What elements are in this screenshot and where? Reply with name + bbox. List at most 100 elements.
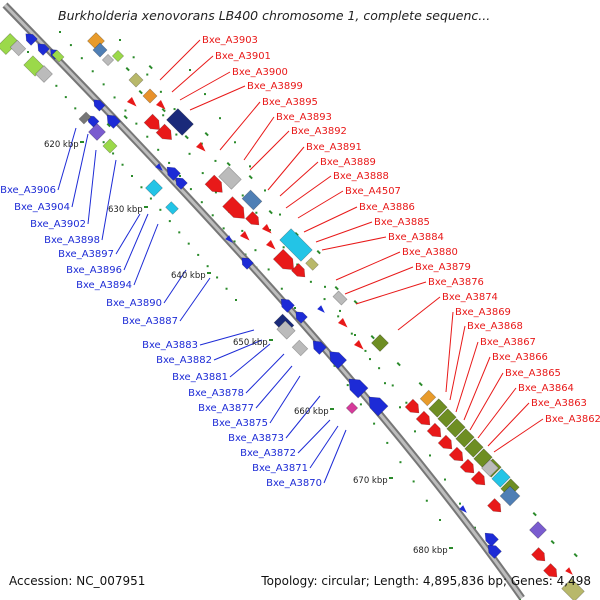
leader-line (285, 175, 332, 209)
gene-small-shape (317, 305, 325, 313)
leader-line (445, 311, 454, 393)
gene-label-reverse: Bxe_A3904 (14, 202, 70, 213)
gene-block (166, 108, 194, 136)
gene-arrow (470, 470, 486, 486)
tick-dot (102, 141, 105, 144)
gene-forward (143, 113, 160, 130)
gene-khaki (561, 578, 585, 600)
tick-dash (204, 132, 209, 137)
tick-dot (211, 214, 214, 217)
gene-reverse (312, 340, 327, 355)
kbp-label: 660 kbp (294, 407, 329, 417)
gene-reverse (37, 43, 50, 56)
tick-dot (74, 107, 77, 110)
gene-label-forward: Bxe_A3862 (545, 414, 600, 425)
tick-dot (55, 84, 58, 87)
gene-reverse (175, 177, 188, 190)
gene-magenta (345, 401, 359, 415)
gene-small-shape (239, 230, 250, 241)
tick-dot (189, 69, 191, 71)
tick-dot (412, 480, 415, 483)
gene-forward (245, 211, 260, 226)
leader-line (297, 190, 344, 219)
gene-arrow (543, 563, 558, 578)
tick-dot (378, 367, 381, 370)
tick-dot (280, 287, 283, 290)
leader-line (493, 418, 544, 453)
gene-cyan (145, 179, 163, 197)
gene-reverse (106, 114, 121, 129)
tick-dot (264, 189, 266, 192)
gene-olive (491, 468, 511, 488)
gene-label-forward: Bxe_A3899 (247, 81, 303, 92)
gene-grey (9, 39, 27, 57)
tick-dot (206, 265, 209, 268)
tick-dash (370, 335, 375, 340)
gene-small-shape (225, 235, 233, 243)
tick-dot (369, 358, 371, 361)
gene-block (371, 334, 389, 352)
tick-dot (439, 519, 441, 521)
gene-small-shape (155, 99, 166, 110)
tick-dot (204, 93, 206, 96)
gene-label-forward: Bxe_A3893 (276, 112, 332, 123)
gene-small-shape (195, 141, 206, 152)
gene-reverse (368, 396, 389, 417)
leader-lines-layer (57, 39, 544, 484)
gene-block (499, 485, 521, 507)
gene-block (491, 468, 511, 488)
tick-dot (146, 73, 149, 76)
gene-arrow (487, 498, 502, 513)
gene-label-forward: Bxe_A3863 (531, 398, 587, 409)
tick-dot (27, 51, 29, 53)
gene-block (332, 290, 348, 306)
gene-forward (404, 398, 420, 414)
gene-label-forward: Bxe_A3889 (320, 157, 376, 168)
leader-line (344, 266, 414, 295)
gene-label-forward: Bxe_A3884 (388, 232, 444, 243)
tick-dot (359, 403, 362, 406)
gene-label-forward: Bxe_A4507 (345, 186, 401, 197)
gene-small-shape (565, 567, 573, 575)
gene-label-forward: Bxe_A3900 (232, 67, 288, 78)
tick-dot (159, 208, 162, 211)
leader-line (243, 116, 275, 161)
gene-arrow (368, 396, 389, 417)
leader-line (159, 39, 201, 81)
gene-block (455, 428, 475, 448)
gene-block (276, 320, 296, 340)
gene-small (239, 230, 250, 241)
leader-line (255, 365, 293, 409)
gene-label-forward: Bxe_A3874 (442, 292, 498, 303)
gene-small (317, 305, 325, 313)
gene-grey (276, 320, 296, 340)
leader-line (133, 223, 159, 286)
tick-dot (384, 382, 386, 385)
gene-block (142, 88, 158, 104)
gene-olive (464, 438, 484, 458)
gene-arrow (291, 263, 306, 278)
gene-small (337, 317, 348, 328)
tick-dash (125, 67, 130, 72)
gene-arrow (93, 99, 106, 112)
gene-label-reverse: Bxe_A3878 (188, 388, 244, 399)
tick-dot (241, 194, 244, 197)
gene-arrow (531, 547, 546, 562)
tick-dot (399, 461, 402, 464)
gene-arrow (37, 43, 50, 56)
tick-dot (474, 526, 476, 529)
gene-forward (470, 470, 486, 486)
tick-dot (64, 96, 67, 99)
gene-reverse (241, 257, 254, 270)
backbone-highlight (3, 3, 524, 599)
leader-line (487, 402, 530, 447)
gene-grey (218, 166, 242, 190)
tick-dot (333, 364, 336, 367)
tick-dot (296, 263, 299, 266)
gene-arrow (415, 410, 431, 426)
gene-small (261, 223, 272, 234)
tick-dot (121, 163, 124, 166)
genome-stats-text: Topology: circular; Length: 4,895,836 bp… (261, 574, 591, 588)
